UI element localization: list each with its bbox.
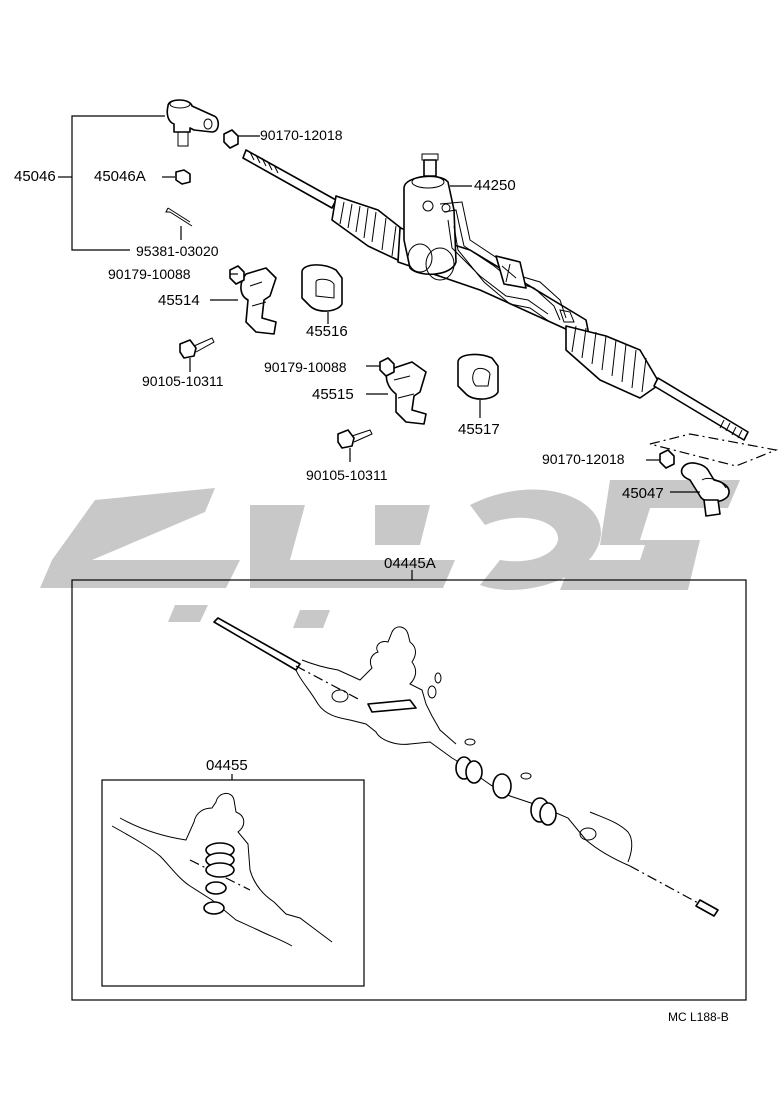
nut-90170-lower [646,449,675,469]
label-44250: 44250 [474,177,516,194]
label-45514: 45514 [158,292,200,309]
tie-rod-end-45046 [166,99,220,147]
label-90105-10311-b: 90105-10311 [306,467,388,483]
label-04455: 04455 [206,757,248,774]
label-90179-10088-a: 90179-10088 [108,266,191,282]
bushing-45516 [301,264,343,324]
diagram-code: MC L188-B [668,1010,729,1024]
label-04445A: 04445A [384,555,436,572]
nut-90179-a [229,265,245,285]
tie-rod-end-45047 [670,462,730,517]
label-45046: 45046 [14,168,56,185]
kit-rack-silhouette [213,617,719,917]
label-45046A: 45046A [94,168,146,185]
subkit-silhouette [111,793,333,947]
label-45047: 45047 [622,485,664,502]
clamp-45514 [210,267,277,335]
clamp-45515 [366,361,427,425]
steering-rack-assembly [242,149,779,467]
kit-box-04455 [101,774,365,987]
label-45517: 45517 [458,421,500,438]
nut-90170-upper [223,129,260,149]
kit-box-04445A [71,570,747,1001]
nut-90179-b [366,357,395,377]
nut-45046A [162,169,191,185]
label-90179-10088-b: 90179-10088 [264,359,347,375]
group-bracket-45046 [58,115,165,251]
bolt-90105-b [337,429,373,462]
bushing-45517 [457,353,499,418]
watermark-logo [40,480,740,628]
label-90170-12018-upper: 90170-12018 [260,127,343,143]
label-90105-10311-a: 90105-10311 [142,373,224,389]
label-90170-12018-lower: 90170-12018 [542,451,625,467]
label-45515: 45515 [312,386,354,403]
cotter-pin-95381 [165,207,193,240]
label-45516: 45516 [306,323,348,340]
bolt-90105-a [179,337,215,372]
label-95381-03020: 95381-03020 [136,243,219,259]
